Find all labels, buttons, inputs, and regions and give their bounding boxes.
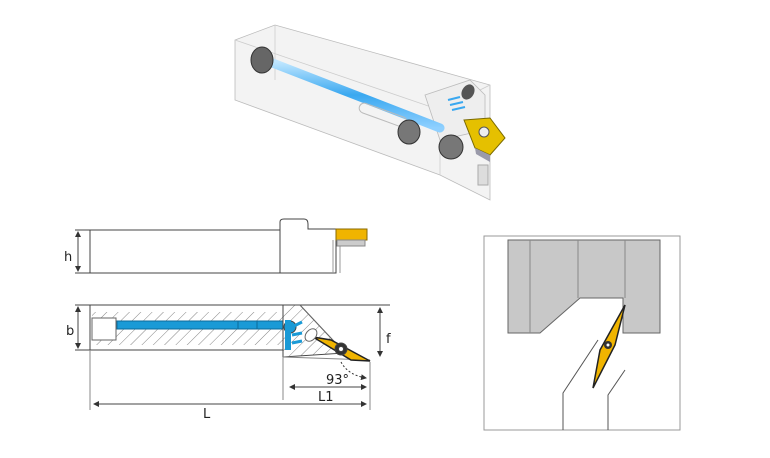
plug-screw-icon [250,46,274,74]
insert-side [335,228,368,241]
plan-view [75,304,390,410]
coolant-channel-3d [265,57,445,133]
isometric-view [234,24,506,201]
dimension-f-label: f [386,332,391,347]
clamp-screw-icon [438,134,464,160]
coolant-nozzle-icon [447,96,466,111]
side-view [75,218,368,274]
dimension-l1-label: L1 [318,390,334,405]
detail-view [483,235,681,431]
dimension-h-label: h [64,250,72,265]
clamp-screw-icon [397,119,421,145]
coolant-nozzle-icon [291,320,303,345]
dimension-b-label: b [66,324,74,339]
dimension-l-label: L [203,407,211,422]
angle-label: 93° [326,373,349,388]
coolant-channel [116,320,284,330]
